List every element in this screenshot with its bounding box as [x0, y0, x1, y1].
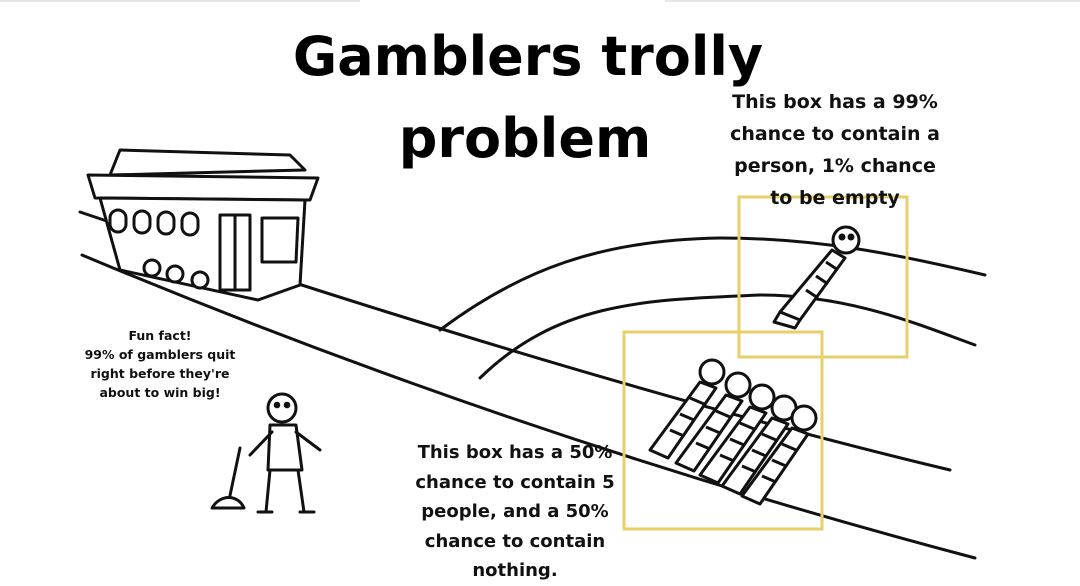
bottom-box-caption-line: chance to contain 5 — [415, 471, 615, 493]
trolley-icon — [86, 148, 320, 302]
branch-track — [438, 236, 987, 380]
top-box-caption-line: to be empty — [770, 187, 900, 209]
title-line-2: problem — [398, 107, 652, 170]
fun-fact-line: about to win big! — [99, 385, 221, 400]
top-box-caption: This box has a 99% chance to contain a p… — [690, 86, 980, 214]
fun-fact-line: 99% of gamblers quit — [84, 347, 236, 362]
bottom-box-caption-line: This box has a 50% — [417, 442, 613, 463]
title-line-1: Gamblers trolly — [292, 25, 764, 88]
fun-fact-line: Fun fact! — [128, 328, 192, 343]
tied-person-icon — [772, 225, 861, 330]
bottom-box-caption: This box has a 50% chance to contain 5 p… — [380, 438, 650, 586]
miner-with-pickaxe-icon — [210, 392, 322, 514]
bottom-box-caption-line: people, and a 50% — [421, 501, 609, 522]
fun-fact-caption: Fun fact! 99% of gamblers quit right bef… — [40, 326, 280, 402]
bottom-box-outline — [622, 330, 824, 531]
fun-fact-line: right before they're — [90, 366, 230, 381]
top-box-caption-line: person, 1% chance — [734, 155, 936, 177]
top-box-caption-line: chance to contain a — [730, 123, 940, 145]
five-tied-people-icon — [648, 358, 818, 506]
bottom-box-caption-line: chance to contain — [424, 530, 606, 552]
bottom-box-caption-line: nothing. — [472, 560, 558, 581]
top-box-caption-line: This box has a 99% — [732, 91, 938, 113]
